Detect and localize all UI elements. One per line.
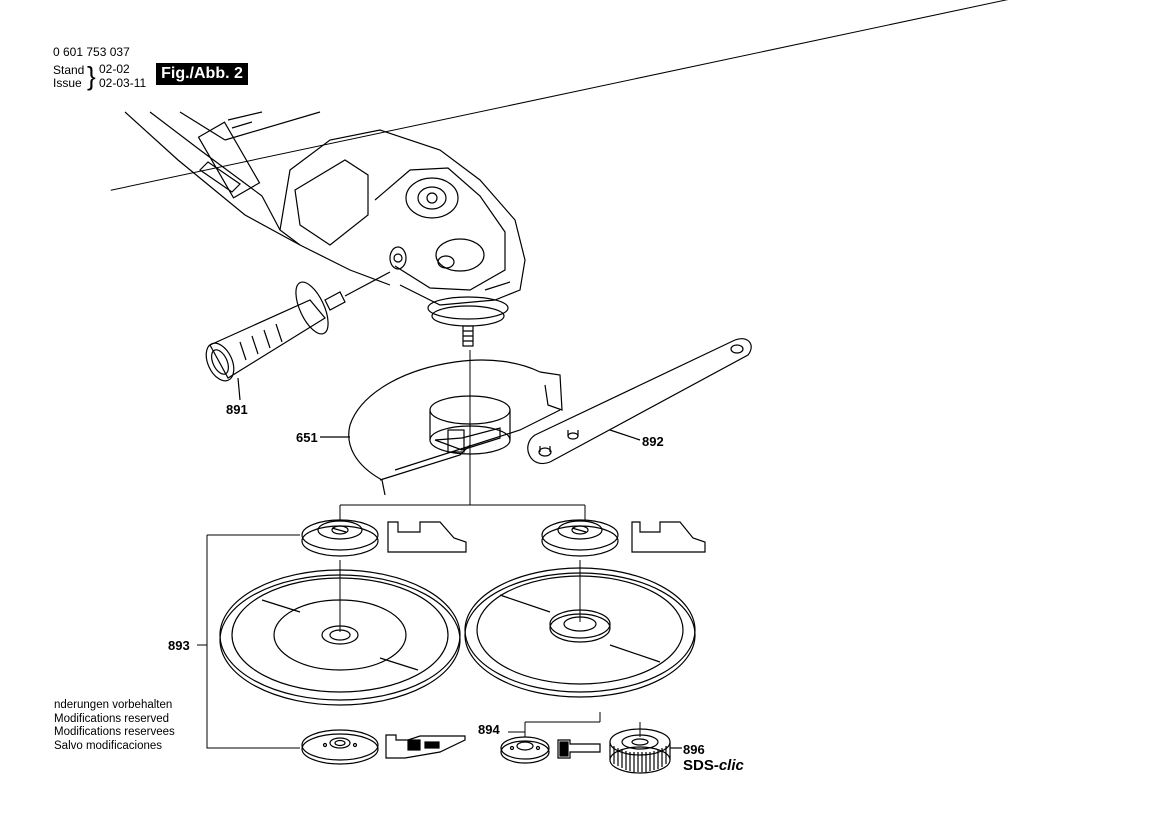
issue-date: 02-03-11 (99, 76, 147, 90)
modification-notes: nderungen vorbehalten Modifications rese… (54, 699, 175, 753)
figure-label: Fig./Abb. 2 (156, 63, 248, 85)
quick-clamping-nut-896 (609, 728, 682, 774)
part-label-893: 893 (168, 638, 190, 653)
note-line: Modifications reserved (54, 712, 170, 725)
connector-lines (197, 350, 641, 749)
note-line: Salvo modificaciones (54, 739, 163, 752)
grinder-body (124, 111, 526, 347)
part-label-891: 891 (226, 402, 248, 417)
flange-profile-right (631, 521, 706, 553)
auxiliary-handle (205, 271, 391, 401)
mounting-flange-left (301, 519, 379, 557)
old-date: 02-02 (99, 62, 1169, 76)
note-line: nderungen vorbehalten (54, 699, 173, 711)
clamping-nut-profile (385, 734, 466, 759)
grinding-disc-left (219, 569, 461, 706)
issue-label: Issue (53, 76, 82, 90)
sds-suffix: clic (718, 757, 744, 774)
two-pin-spanner (527, 338, 752, 465)
part-label-651: 651 (296, 430, 318, 445)
note-line: Modifications reservees (54, 726, 175, 738)
mounting-flange-right (541, 519, 619, 557)
protective-guard (320, 359, 563, 496)
part-number: 0 601 753 037 (53, 45, 130, 59)
part-label-894: 894 (478, 722, 500, 737)
nut-894-profile (557, 739, 601, 759)
sds-clic-logo: SDS-clic (683, 757, 744, 774)
grinding-disc-right (464, 567, 696, 698)
clamping-nut-894 (500, 736, 550, 764)
brace-symbol: } (87, 61, 96, 91)
part-label-892: 892 (642, 434, 664, 449)
part-label-896: 896 (683, 742, 705, 757)
flange-profile-left (387, 521, 467, 553)
stand-label: Stand (53, 63, 85, 77)
sds-prefix: SDS- (683, 757, 719, 774)
clamping-nut-left (301, 729, 379, 765)
